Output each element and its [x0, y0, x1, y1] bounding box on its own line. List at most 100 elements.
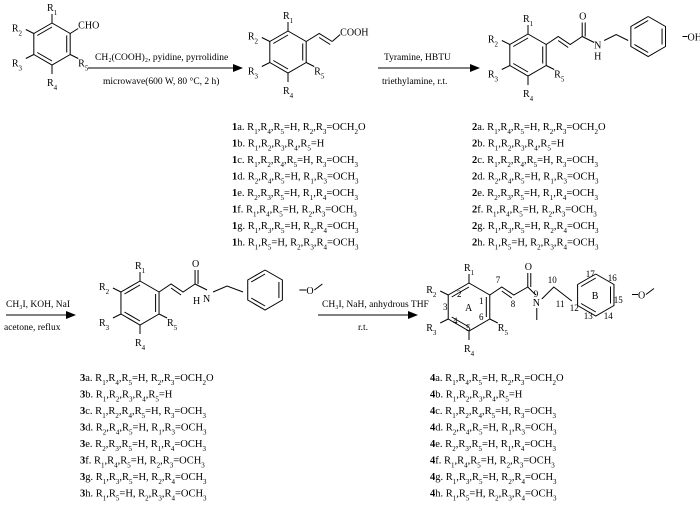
final4-ring-inner — [451, 316, 470, 328]
final4-ring-a-label: A — [465, 303, 473, 314]
amide2-chain-double — [557, 40, 569, 48]
compound-4d: 4d. R2,R4,R5=H, R1,R3=OCH3 — [430, 423, 557, 437]
compound-1g: 1g. R1,R3,R5=H, R2,R4=OCH3 — [232, 221, 359, 235]
amide3-chain — [158, 283, 196, 293]
final4-atom-8: 8 — [511, 299, 516, 309]
compound-4g: 4g. R1,R3,R5=H, R2,R4=OCH3 — [430, 472, 557, 486]
amide2-ethyl — [603, 33, 629, 41]
compound-4b: 4b. R1,R2,R3,R4,R5=H — [430, 390, 523, 404]
chemical-structures — [25, 14, 688, 340]
compound-3c: 3c. R1,R2,R4,R5=H, R3=OCH3 — [80, 406, 206, 420]
final4-ring-inner — [451, 286, 470, 298]
amide2-r2-bond — [501, 40, 511, 45]
compound-3f: 3f. R1,R4,R5=H, R2,R3=OCH3 — [80, 456, 205, 470]
aldehyde-ring-inner — [37, 26, 53, 36]
compound-2h: 2h. R1,R5=H, R2,R3,R4=OCH3 — [472, 238, 599, 252]
aldehyde-r2-label: R2 — [12, 24, 23, 38]
compound-1h: 1h. R1,R5=H, R2,R3,R4=OCH3 — [232, 238, 359, 252]
amide3-ring-inner — [124, 284, 141, 295]
compound-4a: 4a. R1,R4,R5=H, R2,R3=OCH2O — [430, 373, 564, 387]
arrow-step1-head — [233, 64, 243, 72]
compound-1d: 1d. R2,R4,R5=H, R1,R3=OCH3 — [232, 172, 359, 186]
final4-ring-b-inner — [580, 277, 597, 287]
amide3-r5-bond — [158, 313, 168, 319]
arrow-step4-head — [408, 311, 418, 319]
step4-conditions: r.t. — [358, 323, 368, 333]
compound-2b: 2b. R1,R2,R3,R4,R5=H — [472, 139, 565, 153]
acid-r2-label: R2 — [248, 32, 259, 46]
acid-r5-bond — [305, 62, 315, 67]
final4-atom-9: 9 — [534, 289, 539, 299]
final4-ring-b — [577, 273, 615, 317]
amide2-ring-inner — [513, 63, 529, 73]
final4-atom-4: 4 — [453, 316, 458, 326]
step3-reagents: CH₃I, KOH, NaI — [6, 300, 70, 310]
compound-4c: 4c. R1,R2,R4,R5=H, R3=OCH3 — [430, 406, 556, 420]
amide3-methoxy-ring-inner — [250, 273, 266, 283]
amide3-r3-bond — [112, 313, 122, 319]
amide2-oh-label: OH — [688, 33, 700, 44]
final4-atom-15: 15 — [614, 295, 624, 305]
compound-4f: 4f. R1,R4,R5=H, R2,R3=OCH3 — [430, 456, 555, 470]
amide2-chain — [545, 35, 583, 46]
amide2-ring-inner — [513, 37, 529, 47]
final4-atom-3: 3 — [443, 302, 448, 312]
final4-atom-5: 5 — [466, 323, 471, 333]
final4-ethyl — [541, 286, 573, 302]
amide2-r3-bond — [501, 65, 511, 70]
final4-atom-16: 16 — [608, 273, 618, 283]
final4-chain — [489, 286, 529, 296]
compound-1f: 1f. R1,R4,R5=H, R2,R3=OCH3 — [232, 205, 357, 219]
acid-r3-bond — [261, 62, 271, 67]
compound-1a: 1a. R1,R4,R5=H, R2,R3=OCH2O — [232, 122, 366, 136]
aldehyde-ring — [33, 22, 71, 66]
acid-r5-label: R5 — [314, 67, 325, 81]
final4-r5-bond — [489, 318, 499, 324]
compound-1e: 1e. R2,R3,R5=H, R1,R4=OCH3 — [232, 188, 358, 202]
final4-r5-label: R5 — [498, 323, 509, 337]
amide3-ring — [120, 280, 160, 326]
final4-atom-12: 12 — [570, 303, 579, 313]
final4-chain-double — [501, 290, 513, 299]
compound-2f: 2f. R1,R4,R5=H, R2,R3=OCH3 — [472, 205, 597, 219]
amide2-cn — [581, 36, 595, 43]
amide2-r4-label: R4 — [523, 89, 534, 103]
amide2-o-label: O — [579, 12, 586, 23]
compound-1b: 1b. R1,R2,R3,R4,R5=H — [232, 139, 325, 153]
step3-conditions: acetone, reflux — [4, 322, 61, 333]
step2-reagents: Tyramine, HBTU — [384, 53, 451, 63]
final4-atom-7: 7 — [496, 275, 501, 285]
final4-r2-bond — [439, 290, 449, 296]
arrow-step2-head — [470, 64, 480, 72]
final4-ome-label: O — [638, 291, 645, 302]
final4-r1-label: R1 — [464, 263, 475, 277]
aldehyde-cho-bond — [69, 28, 79, 34]
final4-ome-methyl — [645, 288, 655, 295]
amide2-phenol-ring-inner — [634, 44, 649, 53]
aldehyde-r2-bond — [25, 29, 35, 34]
aldehyde-r1-label: R1 — [47, 3, 58, 17]
compound-3d: 3d. R2,R4,R5=H, R1,R3=OCH3 — [80, 423, 207, 437]
acid-ring-inner — [273, 34, 289, 44]
amide3-ome-methyl — [314, 283, 323, 291]
compound-lists: 1a. R1,R4,R5=H, R2,R3=OCH2O 1b. R1,R2,R3,… — [80, 122, 606, 503]
amide2-r2-label: R2 — [488, 35, 499, 49]
final4-r3-bond — [439, 318, 449, 324]
final4-r4-label: R4 — [464, 344, 475, 358]
aldehyde-r5-bond — [69, 54, 79, 59]
amide3-n-label: N — [203, 294, 210, 305]
amide3-methoxy-ring — [247, 269, 283, 311]
aldehyde-cho-label: CHO — [78, 21, 99, 32]
final4-o-label: O — [525, 262, 532, 273]
amide2-phenol-ring-inner — [634, 20, 649, 29]
amide3-r3-label: R3 — [99, 318, 110, 332]
amide3-chain-double — [170, 287, 182, 296]
final4-atom-11: 11 — [556, 299, 565, 309]
aldehyde-r5-label: R5 — [78, 59, 89, 73]
amide2-r5-bond — [545, 65, 555, 70]
compound-2e: 2e. R2,R3,R5=H, R1,R4=OCH3 — [472, 188, 598, 202]
final4-atom-1: 1 — [479, 296, 484, 306]
compound-3e: 3e. R2,R3,R5=H, R1,R4=OCH3 — [80, 439, 206, 453]
final4-r2-label: R2 — [426, 285, 437, 299]
acid-chain — [305, 32, 333, 42]
